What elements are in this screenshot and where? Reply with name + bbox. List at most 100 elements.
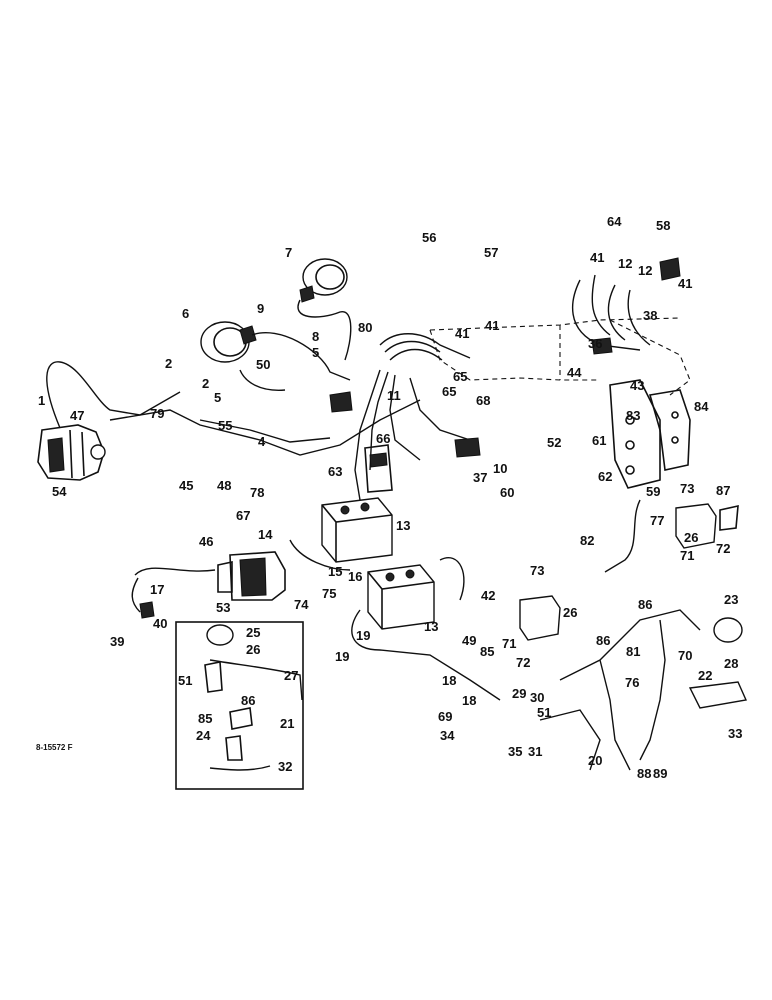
callout-26: 26 xyxy=(246,642,260,657)
callout-26b: 26 xyxy=(563,605,577,620)
wire-29 xyxy=(539,709,601,771)
callout-62: 62 xyxy=(598,469,612,484)
callout-26c: 26 xyxy=(684,530,698,545)
callout-69: 69 xyxy=(438,709,452,724)
inset-light xyxy=(204,624,303,771)
callout-34: 34 xyxy=(440,728,455,743)
callout-82: 82 xyxy=(580,533,594,548)
callout-13: 13 xyxy=(396,518,410,533)
callout-47: 47 xyxy=(70,408,84,423)
callout-18: 18 xyxy=(442,673,456,688)
callout-23: 23 xyxy=(724,592,738,607)
callout-43: 43 xyxy=(630,378,644,393)
callout-65: 65 xyxy=(453,369,467,384)
callout-30: 30 xyxy=(530,690,544,705)
callout-46: 46 xyxy=(199,534,213,549)
callout-40: 40 xyxy=(153,616,167,631)
frame-outline xyxy=(429,317,691,396)
callout-58: 58 xyxy=(656,218,670,233)
cable-42 xyxy=(439,557,465,601)
callout-19: 19 xyxy=(356,628,370,643)
callout-67: 67 xyxy=(236,508,250,523)
relay-23 xyxy=(713,617,743,643)
callout-85: 85 xyxy=(198,711,212,726)
callout-85b: 85 xyxy=(480,644,494,659)
callout-20: 20 xyxy=(588,753,602,768)
callout-13b: 13 xyxy=(424,619,438,634)
callout-41b: 41 xyxy=(485,318,499,333)
callout-51: 51 xyxy=(178,673,192,688)
callout-10: 10 xyxy=(493,461,507,476)
lamp-73-right xyxy=(675,503,717,549)
bracket-59 xyxy=(609,379,661,489)
callout-41d: 41 xyxy=(678,276,692,291)
callout-35: 35 xyxy=(508,744,522,759)
wire-harness-70 xyxy=(639,619,666,761)
callout-79: 79 xyxy=(150,406,164,421)
callout-28: 28 xyxy=(724,656,738,671)
callout-73b: 73 xyxy=(680,481,694,496)
switch-40 xyxy=(139,601,155,619)
callout-21: 21 xyxy=(280,716,294,731)
callout-7: 7 xyxy=(285,245,292,260)
callout-36: 36 xyxy=(588,336,602,351)
callout-88: 88 xyxy=(637,766,651,781)
callout-61: 61 xyxy=(592,433,606,448)
callout-2: 2 xyxy=(165,356,172,371)
regulator-63 xyxy=(364,444,393,493)
callout-39: 39 xyxy=(110,634,124,649)
wire-17 xyxy=(131,577,141,613)
callout-60: 60 xyxy=(500,485,514,500)
callout-33: 33 xyxy=(728,726,742,741)
callout-29: 29 xyxy=(512,686,526,701)
callout-54: 54 xyxy=(52,484,67,499)
wire-harness-4 xyxy=(199,419,331,443)
callout-14: 14 xyxy=(258,527,273,542)
callout-8: 8 xyxy=(312,329,319,344)
callout-50: 50 xyxy=(256,357,270,372)
wire-50 xyxy=(239,369,286,391)
wire-harness-76 xyxy=(559,609,701,771)
wire-headlight-6 xyxy=(251,332,351,381)
callout-37: 37 xyxy=(473,470,487,485)
lamp-73-left xyxy=(519,595,561,641)
callout-72b: 72 xyxy=(716,541,730,556)
starter-motor xyxy=(217,551,286,601)
callout-16: 16 xyxy=(348,569,362,584)
callout-18b: 18 xyxy=(462,693,476,708)
callout-51b: 51 xyxy=(537,705,551,720)
callout-15: 15 xyxy=(328,564,342,579)
wire-77 xyxy=(604,499,641,573)
callout-25: 25 xyxy=(246,625,260,640)
headlight-6 xyxy=(200,321,257,363)
callout-12: 12 xyxy=(618,256,632,271)
main-harness xyxy=(329,333,481,501)
callout-44: 44 xyxy=(567,365,582,380)
battery-cable-19 xyxy=(351,609,501,701)
callout-38: 38 xyxy=(643,308,657,323)
callout-5b: 5 xyxy=(214,390,221,405)
callout-4: 4 xyxy=(258,434,266,449)
callout-64: 64 xyxy=(607,214,622,229)
callout-12b: 12 xyxy=(638,263,652,278)
callout-41c: 41 xyxy=(590,250,604,265)
callout-32: 32 xyxy=(278,759,292,774)
figure-reference: 8-15572 F xyxy=(36,743,73,752)
callout-71: 71 xyxy=(502,636,516,651)
wire-alternator xyxy=(46,361,181,429)
callout-5: 5 xyxy=(312,345,319,360)
callout-80: 80 xyxy=(358,320,372,335)
callout-49: 49 xyxy=(462,633,476,648)
callout-68: 68 xyxy=(476,393,490,408)
callout-19b: 19 xyxy=(335,649,349,664)
callout-86b: 86 xyxy=(638,597,652,612)
bracket-83 xyxy=(648,389,691,471)
callout-78: 78 xyxy=(250,485,264,500)
callout-70: 70 xyxy=(678,648,692,663)
callout-53: 53 xyxy=(216,600,230,615)
callout-56: 56 xyxy=(422,230,436,245)
inset-box xyxy=(175,621,304,790)
callout-1: 1 xyxy=(38,393,45,408)
callout-83: 83 xyxy=(626,408,640,423)
